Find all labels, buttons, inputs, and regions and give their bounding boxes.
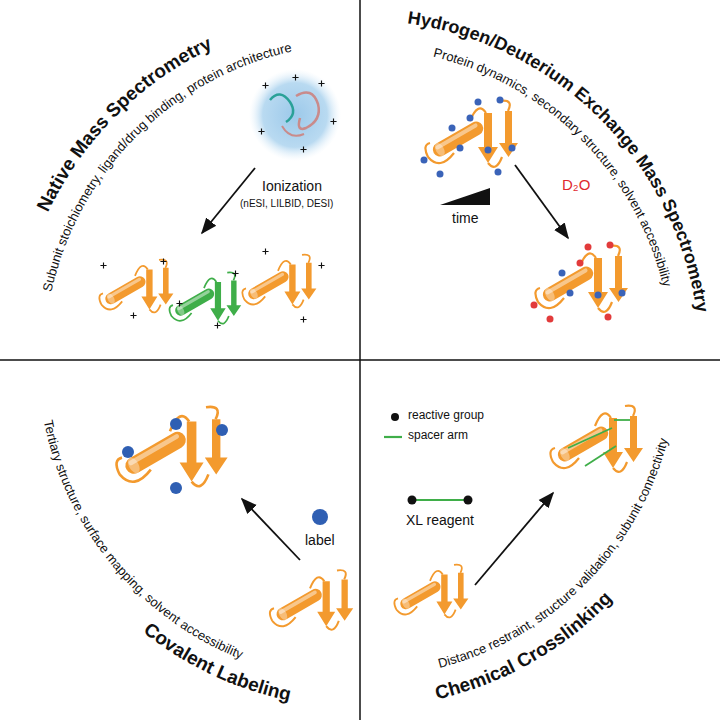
droplet — [249, 69, 341, 161]
label-reagent — [312, 509, 328, 525]
section-title: Covalent Labeling — [140, 618, 293, 704]
section-title: Chemical Crosslinking — [433, 587, 616, 703]
labeled-protein — [117, 407, 228, 494]
section-subtitle: Tertiary structure, surface mapping, sol… — [41, 419, 246, 662]
section-title: Hydrogen/Deuterium Exchange Mass Spectro… — [406, 7, 712, 313]
arrow — [242, 499, 300, 560]
crosslinked-protein — [550, 406, 643, 472]
reactive-group-symbol — [391, 413, 399, 421]
protein-before-exchange — [421, 97, 519, 178]
arrow — [515, 165, 568, 238]
section-subtitle: Subunit stoichiometry, ligand/drug bindi… — [40, 40, 293, 293]
key-label: spacer arm — [408, 429, 468, 443]
section-subtitle: Protein dynamics, secondary structure, s… — [432, 45, 675, 288]
divider — [0, 359, 720, 361]
time-wedge — [440, 188, 490, 205]
step-label: Ionization — [262, 178, 322, 194]
section-title: Native Mass Spectrometry — [33, 32, 215, 214]
gas-phase-ions — [99, 248, 324, 328]
time-label: time — [452, 210, 478, 226]
reagent-label: XL reagent — [406, 512, 474, 528]
reagent-label: D₂O — [562, 176, 590, 193]
key-label: reactive group — [408, 409, 484, 423]
method-list: (nESI, LILBID, DESI) — [240, 198, 333, 210]
protein-after-exchange — [531, 242, 629, 323]
unlabeled-protein — [270, 570, 353, 630]
protein-before-crosslink — [394, 565, 468, 618]
spacer-arm-symbol — [384, 436, 402, 438]
xl-reagent-symbol — [408, 496, 473, 505]
arrow — [475, 493, 553, 585]
reagent-label: label — [305, 532, 335, 548]
